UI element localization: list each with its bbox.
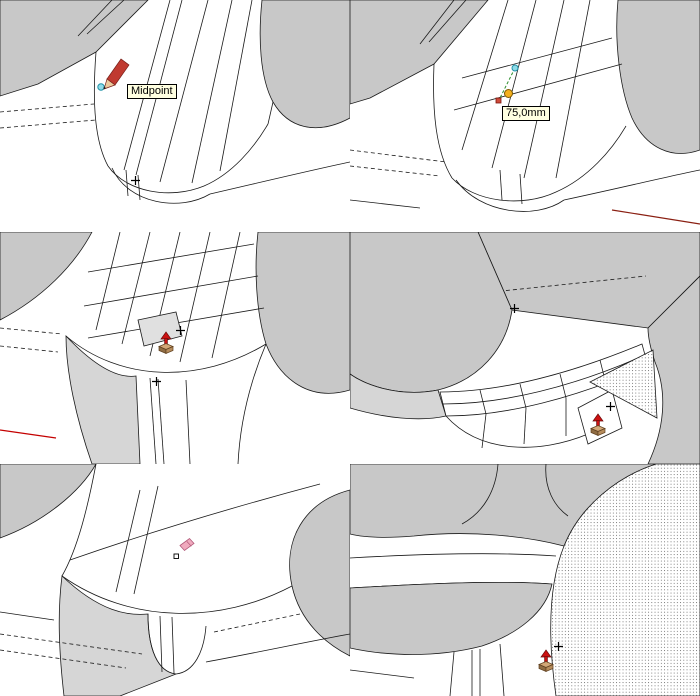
- eraser-tool-icon: [179, 538, 195, 551]
- start-point-circle: [511, 64, 519, 72]
- dashed-guide-lines: [350, 149, 447, 177]
- viewport-step-3: [0, 232, 350, 464]
- tape-measure-markers: [495, 64, 519, 104]
- model-geometry: [350, 0, 700, 225]
- dashed-guide-lines: [0, 327, 63, 353]
- push-pull-tool-icon: [538, 649, 554, 672]
- model-geometry: [350, 464, 700, 696]
- viewport-step-5: [0, 464, 350, 696]
- plus-mark: [151, 376, 162, 387]
- step-3-drawing: [0, 232, 350, 464]
- step-2-drawing: [350, 0, 700, 225]
- measurement-tooltip: 75,0mm: [502, 106, 550, 121]
- pencil-tool-icon: [97, 58, 130, 91]
- midpoint-tooltip: Midpoint: [127, 84, 177, 99]
- step-6-drawing: [350, 464, 700, 696]
- midpoint-inference-dot: [97, 83, 105, 91]
- step-1-drawing: [0, 0, 350, 204]
- dashed-guide-lines: [0, 613, 301, 669]
- model-geometry: [0, 464, 350, 696]
- square-cursor: [173, 553, 179, 559]
- step-5-drawing: [0, 464, 350, 696]
- model-geometry: [0, 0, 350, 204]
- viewport-step-1: Midpoint: [0, 0, 350, 232]
- viewport-step-2: 75,0mm: [350, 0, 700, 232]
- step-4-drawing: [350, 232, 700, 464]
- green-measure-line: [498, 67, 516, 101]
- model-geometry: [0, 232, 350, 464]
- dashed-guide-lines: [0, 103, 97, 129]
- tape-measure-cursor-dot: [504, 89, 513, 98]
- end-point-square: [495, 97, 502, 104]
- pushpull-target-face: [137, 311, 183, 347]
- viewport-step-6: [350, 464, 700, 696]
- viewport-step-4: [350, 232, 700, 464]
- model-geometry: [350, 232, 700, 464]
